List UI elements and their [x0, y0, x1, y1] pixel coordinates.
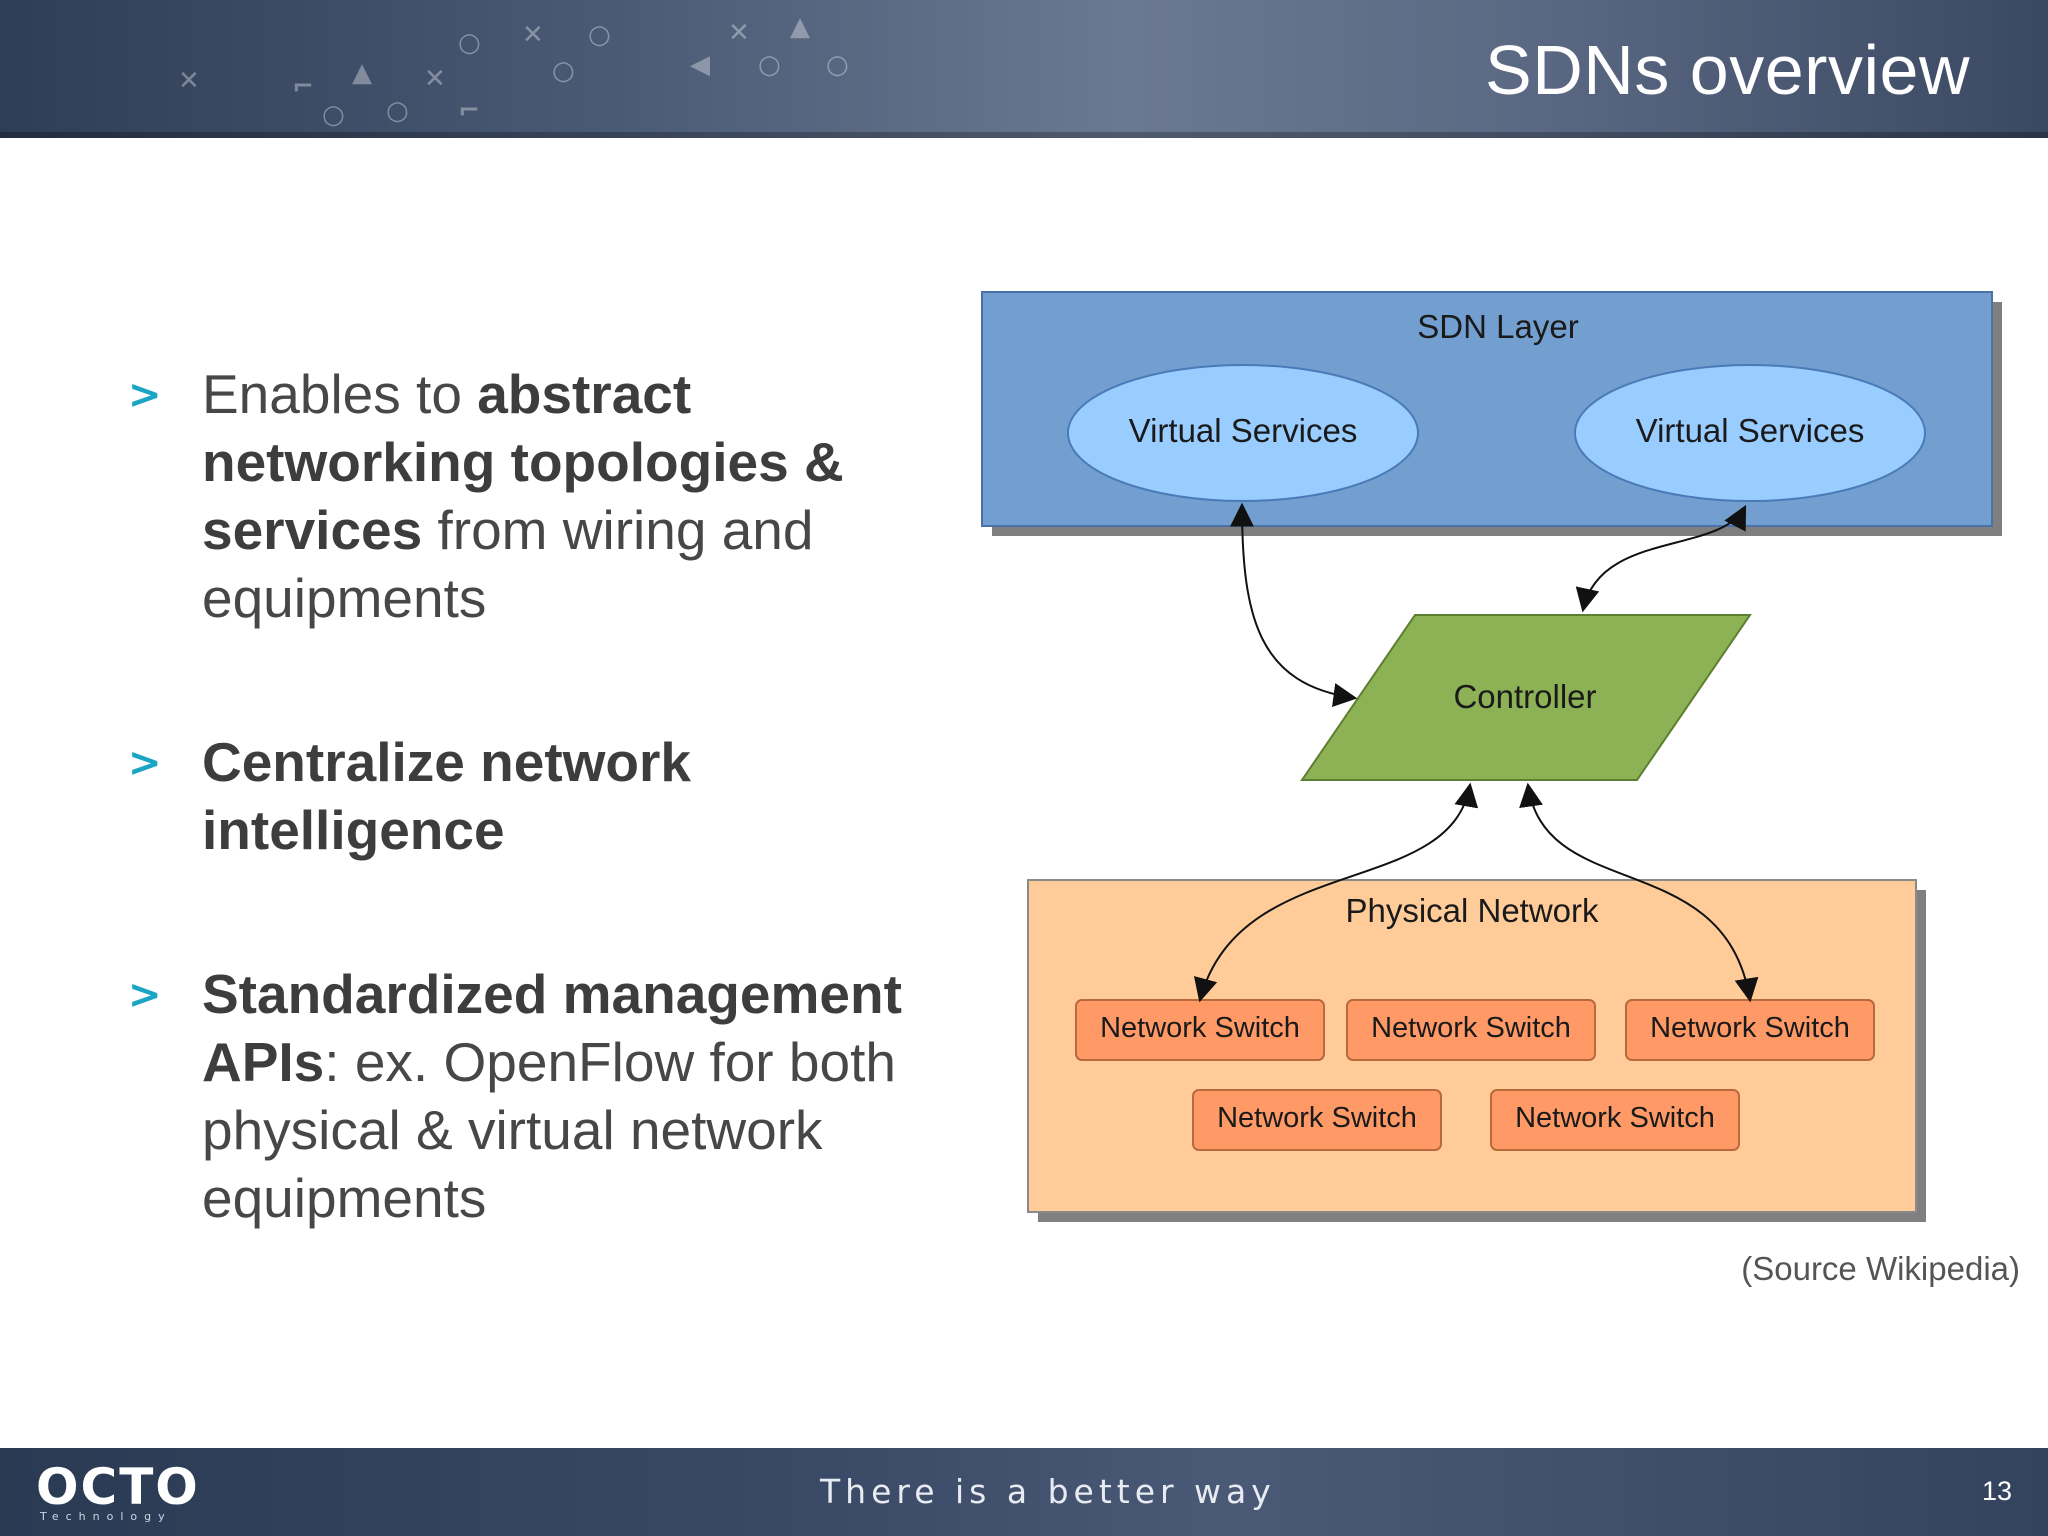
decor-x-icon: ✕ — [728, 18, 750, 48]
octo-logo: OCTO — [36, 1458, 200, 1516]
bullet-line: intelligence — [202, 796, 962, 864]
network-switch-label: Network Switch — [1371, 1012, 1571, 1044]
slide-footer: OCTO Technology There is a better way 13 — [0, 1448, 2048, 1536]
source-note: (Source Wikipedia) — [1741, 1250, 2020, 1287]
bullet-line: equipments — [202, 564, 962, 632]
decor-triangle-icon: ▲ — [790, 12, 810, 42]
chevron-right-icon: > — [128, 372, 162, 418]
bullet-bold-text: Standardized management — [202, 963, 902, 1025]
bullet-bold-text: networking topologies & — [202, 431, 844, 493]
sdn-layer-label: SDN Layer — [1417, 308, 1579, 345]
chevron-right-icon: > — [128, 740, 162, 786]
decor-corner-icon: ⌐ — [292, 72, 314, 102]
decor-triangle-icon: ▲ — [352, 58, 372, 88]
octo-logo-subtitle: Technology — [40, 1510, 172, 1523]
sdn-diagram: SDN Layer Virtual Services Virtual Servi… — [980, 290, 2040, 1250]
bullet-bold-text: APIs — [202, 1031, 325, 1093]
decor-circle-icon: ○ — [458, 28, 481, 58]
physical-network-label: Physical Network — [1345, 892, 1599, 929]
header-shadow — [0, 132, 2048, 138]
sdn-diagram-graphics — [981, 291, 2002, 1222]
bullet-bold-text: Centralize network — [202, 731, 692, 793]
bullet-line: equipments — [202, 1164, 962, 1232]
decor-circle-icon: ○ — [758, 50, 781, 80]
virtual-services-label: Virtual Services — [1635, 412, 1865, 449]
decor-circle-icon: ○ — [386, 96, 409, 126]
decor-x-icon: ✕ — [178, 66, 200, 96]
virtual-services-ellipse — [1574, 364, 1926, 502]
bullet-bold-text: abstract — [477, 363, 692, 425]
connector-arrow — [1519, 782, 1759, 1003]
bullet-bold-text: intelligence — [202, 799, 505, 861]
decor-circle-icon: ○ — [322, 100, 345, 130]
network-switch-label: Network Switch — [1100, 1012, 1300, 1044]
page-number: 13 — [1981, 1476, 2012, 1506]
bullet-plain-text: from wiring and — [422, 499, 814, 561]
connector-arrow — [1230, 502, 1358, 707]
virtual-services-ellipse — [1067, 364, 1419, 502]
network-switch-box — [1192, 1089, 1442, 1151]
bullet-plain-text: : ex. OpenFlow for both — [324, 1031, 896, 1093]
bullet-plain-text: Enables to — [202, 363, 478, 425]
decor-triangle-icon: ◀ — [690, 50, 710, 80]
controller-label: Controller — [1453, 678, 1597, 715]
network-switch-label: Network Switch — [1217, 1102, 1417, 1134]
connector-arrow — [1194, 782, 1479, 1003]
bullet-line: APIs: ex. OpenFlow for both — [202, 1028, 962, 1096]
bullet-line: Standardized management — [202, 960, 962, 1028]
network-switch-box — [1490, 1089, 1740, 1151]
bullet-plain-text: physical & virtual network — [202, 1099, 823, 1161]
decor-circle-icon: ○ — [826, 50, 849, 80]
network-switch-label: Network Switch — [1515, 1102, 1715, 1134]
bullet-line: Enables to abstract — [202, 360, 962, 428]
decor-corner-icon: ⌐ — [458, 96, 480, 126]
bullet-plain-text: equipments — [202, 567, 487, 629]
bullet-plain-text: equipments — [202, 1167, 487, 1229]
decor-x-icon: ✕ — [522, 20, 544, 50]
decor-x-icon: ✕ — [424, 64, 446, 94]
page-title: SDNs overview — [1485, 31, 1970, 109]
switch-group — [1075, 999, 1875, 1151]
bullet-line: physical & virtual network — [202, 1096, 962, 1164]
bullet-bold-text: services — [202, 499, 423, 561]
chevron-right-icon: > — [128, 972, 162, 1018]
bullet-line: Centralize network — [202, 728, 962, 796]
network-switch-label: Network Switch — [1650, 1012, 1850, 1044]
connector-arrow — [1575, 504, 1747, 613]
bullet-line: networking topologies & — [202, 428, 962, 496]
footer-tagline: There is a better way — [820, 1472, 1276, 1511]
virtual-services-label: Virtual Services — [1128, 412, 1358, 449]
slide-header: ✕ ⌐ ▲ ○ ○ ✕ ⌐ ○ ✕ ○ ○ ◀ ✕ ○ ▲ ○ SDNs ove… — [0, 0, 2048, 138]
decor-circle-icon: ○ — [588, 20, 611, 50]
bullet-line: services from wiring and — [202, 496, 962, 564]
controller-shape — [1300, 614, 1752, 781]
decor-circle-icon: ○ — [552, 56, 575, 86]
